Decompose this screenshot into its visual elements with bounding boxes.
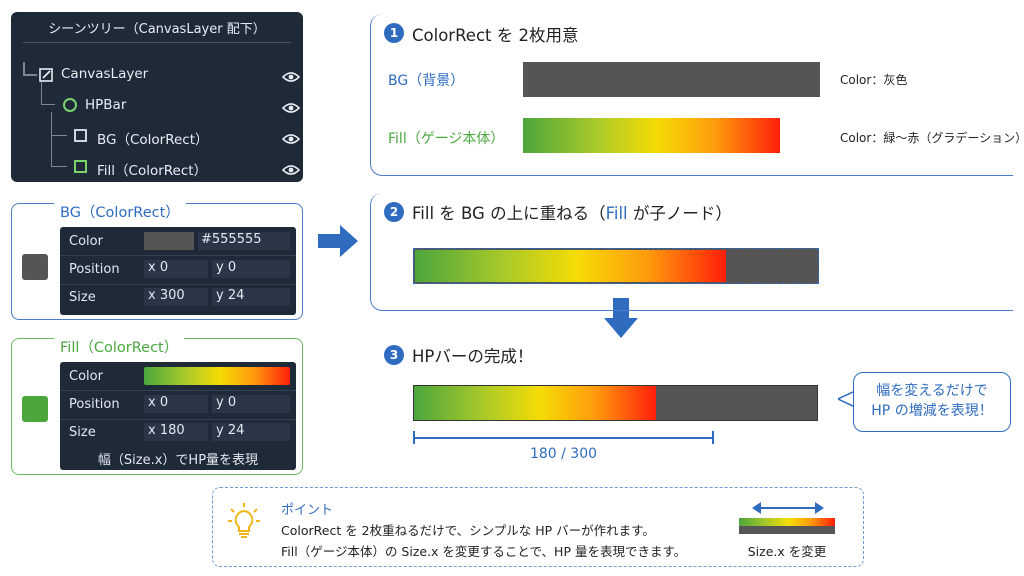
- bg-position-y[interactable]: y 0: [212, 260, 290, 278]
- fill-color-label: Color: [69, 369, 103, 384]
- measure-tick: [712, 431, 714, 444]
- scene-tree-divider: [23, 42, 291, 43]
- fill-size-x[interactable]: x 180: [144, 423, 208, 441]
- divider: [60, 255, 296, 256]
- tree-node-bg[interactable]: BG（ColorRect）: [97, 132, 209, 148]
- step1-fill-label: Fill（ゲージ本体）: [388, 131, 505, 147]
- divider: [60, 284, 296, 285]
- bg-position-x[interactable]: x 0: [144, 260, 208, 278]
- bg-property-panel: Color #555555 Position x 0 y 0 Size x 30…: [60, 227, 296, 315]
- circle-node-icon: [63, 98, 77, 112]
- double-arrow-icon: [752, 500, 824, 514]
- arrow-right-icon: [318, 225, 358, 257]
- fill-property-panel: Color Position x 0 y 0 Size x 180 y 24 幅…: [60, 362, 296, 470]
- visibility-eye-icon[interactable]: [281, 130, 301, 144]
- tree-node-canvaslayer[interactable]: CanvasLayer: [61, 66, 149, 82]
- fill-position-label: Position: [69, 397, 120, 412]
- bg-size-y[interactable]: y 24: [212, 288, 290, 306]
- tree-connector: [23, 62, 25, 76]
- step2-fill-bar: [415, 250, 726, 282]
- fill-size-label: Size: [69, 425, 96, 440]
- point-heading: ポイント: [281, 503, 334, 518]
- step3-title: HPバーの完成！: [412, 347, 534, 366]
- step3-number: 3: [384, 345, 404, 365]
- tree-connector: [51, 112, 52, 167]
- measure-label: 180 / 300: [529, 446, 598, 462]
- tree-connector: [41, 104, 55, 105]
- bg-color-picker[interactable]: [144, 232, 194, 250]
- step3-fill-bar: [414, 386, 656, 420]
- fill-position-x[interactable]: x 0: [144, 395, 208, 413]
- tree-node-fill[interactable]: Fill（ColorRect）: [97, 163, 208, 179]
- scene-tree-panel: シーンツリー（CanvasLayer 配下） CanvasLayer HPBar…: [11, 12, 303, 182]
- gray-square-icon: [74, 129, 87, 142]
- step1-bg-desc: Color：灰色: [840, 73, 908, 87]
- scene-tree-title: シーンツリー（CanvasLayer 配下）: [48, 22, 266, 37]
- step2-title: Fill を BG の上に重ねる（Fill が子ノード）: [412, 200, 732, 224]
- step2-title-c: が子ノード）: [627, 204, 732, 223]
- bg-position-label: Position: [69, 262, 120, 277]
- bg-size-x[interactable]: x 300: [144, 288, 208, 306]
- bg-card-title: BG（ColorRect）: [54, 201, 186, 222]
- step2-title-a: Fill を BG の上に重ねる（: [412, 204, 606, 223]
- lightbulb-icon: [227, 502, 261, 540]
- bg-color-label: Color: [69, 234, 103, 249]
- step1-bg-label: BG（背景）: [388, 73, 465, 89]
- arrow-down-icon: [604, 298, 638, 338]
- green-square-icon: [74, 160, 87, 173]
- hint-bubble: 幅を変えるだけで HP の増減を表現！: [853, 372, 1011, 432]
- fill-property-card: Fill（ColorRect） Color Position x 0 y 0 S…: [11, 336, 303, 475]
- tree-connector: [41, 82, 42, 104]
- point-caption: Size.x を変更: [747, 544, 827, 559]
- fill-gradient-picker[interactable]: [144, 367, 290, 385]
- step1-title: ColorRect を 2枚用意: [412, 26, 579, 45]
- visibility-eye-icon[interactable]: [281, 161, 301, 175]
- fill-card-title: Fill（ColorRect）: [54, 336, 185, 357]
- point-line2: Fill（ゲージ本体）の Size.x を変更することで、HP 量を表現できます…: [281, 544, 687, 559]
- tree-connector: [51, 166, 67, 167]
- bubble-line1: 幅を変えるだけで: [876, 383, 988, 399]
- measure-line: [413, 437, 714, 439]
- tree-connector: [51, 135, 67, 136]
- step1-number: 1: [384, 23, 404, 43]
- bg-color-hex[interactable]: #555555: [198, 232, 290, 250]
- step1-fill-desc: Color：緑～赤（グラデーション）: [840, 131, 1024, 145]
- step1-fill-bar: [523, 118, 780, 153]
- step2-title-b: Fill: [605, 204, 628, 223]
- fill-color-swatch: [22, 396, 48, 422]
- measure-tick: [413, 431, 415, 444]
- tree-connector: [23, 74, 37, 76]
- divider: [60, 419, 296, 420]
- visibility-eye-icon[interactable]: [281, 99, 301, 113]
- bg-size-label: Size: [69, 290, 96, 305]
- tree-node-hpbar[interactable]: HPBar: [85, 97, 127, 113]
- step2-box: [370, 193, 1013, 311]
- step3-bg-bar: [413, 385, 818, 421]
- fill-note: 幅（Size.x）でHP量を表現: [97, 453, 259, 468]
- fill-position-y[interactable]: y 0: [212, 395, 290, 413]
- step1-box: [370, 14, 1013, 176]
- bg-property-card: BG（ColorRect） Color #555555 Position x 0…: [11, 201, 303, 320]
- edit-node-icon: [39, 67, 53, 82]
- divider: [60, 390, 296, 391]
- point-box: ポイント ColorRect を 2枚重ねるだけで、シンプルな HP バーが作れ…: [212, 487, 864, 567]
- step1-bg-bar: [523, 62, 820, 97]
- point-line1: ColorRect を 2枚重ねるだけで、シンプルな HP バーが作れます。: [281, 523, 655, 538]
- bg-color-swatch: [22, 254, 48, 280]
- step2-number: 2: [384, 202, 404, 222]
- visibility-eye-icon[interactable]: [281, 68, 301, 82]
- bubble-line2: HP の増減を表現！: [871, 403, 993, 419]
- fill-size-y[interactable]: y 24: [212, 423, 290, 441]
- mini-fill-bar: [739, 518, 835, 526]
